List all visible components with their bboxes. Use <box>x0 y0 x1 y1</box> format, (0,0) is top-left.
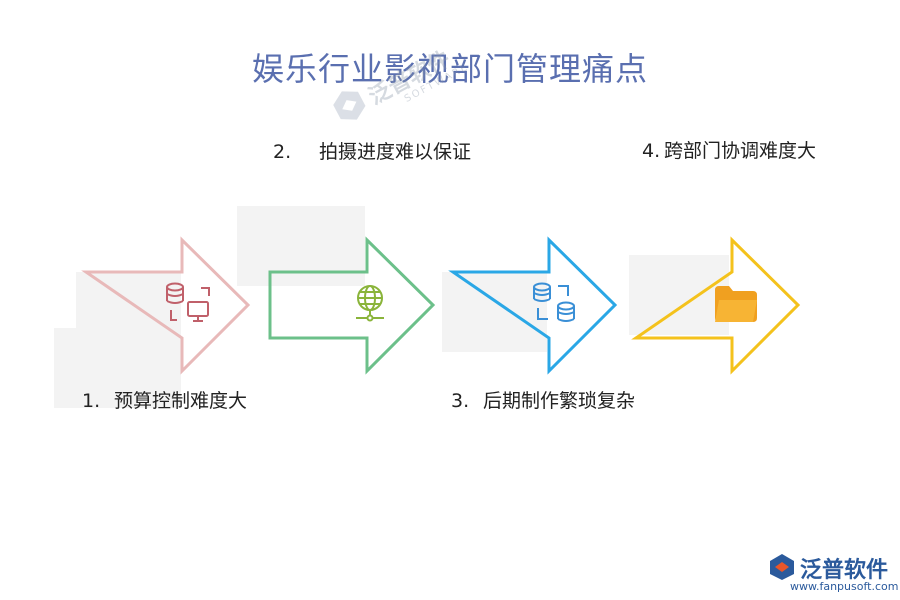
step-text: 跨部门协调难度大 <box>664 140 817 162</box>
globe-network-icon <box>356 285 384 322</box>
step-text: 后期制作繁琐复杂 <box>483 390 636 412</box>
folder-icon <box>715 286 757 322</box>
background-block <box>442 272 547 352</box>
background-block <box>629 255 729 335</box>
database-monitor-icon <box>166 282 210 322</box>
brand-logo-icon <box>770 554 794 580</box>
step-number: 4. <box>642 140 661 162</box>
brand-logo: 泛普软件 www.fanpusoft.com <box>766 552 899 596</box>
arrow-step-1 <box>81 236 251 375</box>
arrow-step-4 <box>631 236 801 375</box>
database-sync-icon <box>533 282 575 322</box>
page-title: 娱乐行业影视部门管理痛点 <box>251 50 648 88</box>
step-label-3: 3. 后期制作繁琐复杂 <box>451 386 635 413</box>
arrow-step-2 <box>268 236 436 375</box>
watermark-logo-icon <box>333 91 366 120</box>
watermark: 泛普软件 SOFTWARE <box>325 47 471 133</box>
step-text: 预算控制难度大 <box>114 390 248 412</box>
arrow-step-3 <box>448 236 618 375</box>
step-number: 3. <box>451 390 470 412</box>
step-number: 2. <box>273 141 292 163</box>
step-label-2: 2. 拍摄进度难以保证 <box>273 137 471 164</box>
background-block <box>54 328 181 408</box>
step-number: 1. <box>82 390 101 412</box>
step-label-4: 4.跨部门协调难度大 <box>642 136 816 163</box>
step-label-1: 1. 预算控制难度大 <box>82 386 247 413</box>
step-text: 拍摄进度难以保证 <box>319 141 472 163</box>
brand-url: www.fanpusoft.com <box>790 580 899 593</box>
brand-name: 泛普软件 <box>800 558 889 583</box>
